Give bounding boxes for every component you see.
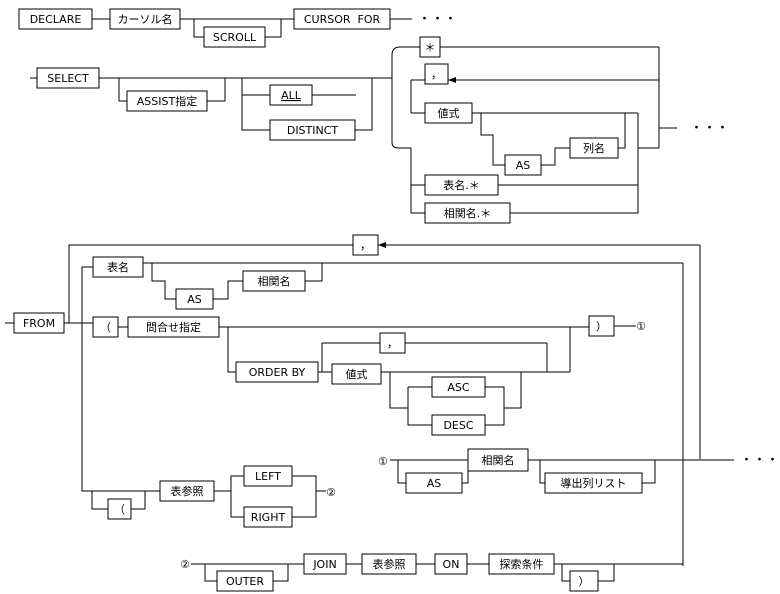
select-comma-box xyxy=(424,63,449,85)
query-spec: 問合せ指定 xyxy=(146,320,201,334)
order-by-keyword: ORDER BY xyxy=(249,366,306,379)
join-table-ref: 表参照 xyxy=(373,557,406,571)
star-box xyxy=(419,36,441,58)
declare-ellipsis: ・・・ xyxy=(418,12,457,27)
from-comma-box xyxy=(352,234,379,256)
derived-cols: 導出列リスト xyxy=(561,476,627,490)
from-keyword-box xyxy=(13,312,65,334)
join-table-ref-box xyxy=(361,553,417,575)
cursor-name: カーソル名 xyxy=(118,12,173,26)
join-lparen: （ xyxy=(114,503,125,516)
from-table-name-box xyxy=(92,256,144,278)
star-symbol: ＊ xyxy=(425,41,436,54)
asc-keyword: ASC xyxy=(447,381,470,394)
declare-keyword: DECLARE xyxy=(30,13,82,26)
from-corr-name-box xyxy=(242,270,306,292)
from-as-box xyxy=(175,288,214,310)
from-lparen: （ xyxy=(100,321,111,334)
column-name: 列名 xyxy=(583,141,605,155)
select-keyword-box xyxy=(36,67,100,89)
distinct-keyword: DISTINCT xyxy=(287,124,339,137)
derived-as-box xyxy=(405,472,463,494)
derived-cols-box xyxy=(544,472,643,494)
marker-1: ① xyxy=(636,320,646,333)
order-value-expr: 値式 xyxy=(346,368,368,381)
query-spec-box xyxy=(127,316,220,338)
marker-1b: ① xyxy=(378,455,388,468)
table-star-box xyxy=(424,174,499,196)
join-box xyxy=(303,553,347,575)
search-condition: 探索条件 xyxy=(500,557,544,571)
table-ref: 表参照 xyxy=(171,484,204,498)
asc-box xyxy=(431,376,486,398)
declare-keyword-box xyxy=(18,8,93,30)
order-comma-box xyxy=(379,332,406,354)
from-keyword: FROM xyxy=(23,317,55,330)
from-lparen-box xyxy=(92,316,119,338)
from-corr-name: 相関名 xyxy=(258,274,291,288)
from-as-keyword: AS xyxy=(187,293,202,306)
left-keyword: LEFT xyxy=(255,470,281,483)
value-expr-box xyxy=(424,102,473,124)
marker-2: ② xyxy=(326,486,336,499)
select-as-box xyxy=(504,154,542,176)
join-lparen-box xyxy=(107,498,132,520)
table-ref-box xyxy=(159,480,215,502)
corr-star: 相関名.＊ xyxy=(444,206,492,220)
select-keyword: SELECT xyxy=(47,72,89,85)
select-as-keyword: AS xyxy=(516,159,531,172)
assist-label: ASSIST指定 xyxy=(137,94,197,108)
derived-corr-name: 相関名 xyxy=(482,453,515,467)
from-comma: ， xyxy=(360,239,371,252)
cursor-for-box xyxy=(293,8,391,30)
assist-box xyxy=(126,90,208,112)
from-section: 表名 AS 相関名 ， FROM （ 問合せ指定 ） ① ORDER xyxy=(5,234,779,566)
join-rparen: ） xyxy=(579,575,590,588)
from-ellipsis: ・・・ xyxy=(740,453,779,468)
order-by-box xyxy=(235,361,319,383)
declare-row: DECLARE カーソル名 SCROLL CURSOR FOR ・・・ xyxy=(18,8,457,48)
select-ellipsis: ・・・ xyxy=(690,121,729,136)
join-rparen-box xyxy=(569,570,599,592)
from-rparen-box xyxy=(588,315,615,337)
corr-star-box xyxy=(424,202,511,224)
desc-keyword: DESC xyxy=(443,419,473,432)
cursor-name-box xyxy=(109,8,181,30)
from-rparen: ） xyxy=(596,320,607,333)
on-box xyxy=(434,553,468,575)
derived-as-keyword: AS xyxy=(427,477,442,490)
left-box xyxy=(243,465,293,487)
on-keyword: ON xyxy=(443,558,460,571)
derived-corr-name-box xyxy=(467,448,529,472)
all-box xyxy=(269,84,313,106)
distinct-box xyxy=(269,119,356,141)
cursor-for-keyword: CURSOR FOR xyxy=(304,13,381,26)
order-value-expr-box xyxy=(331,363,382,385)
right-box xyxy=(243,506,293,528)
outer-keyword: OUTER xyxy=(226,575,264,588)
from-table-name: 表名 xyxy=(107,260,129,274)
join-row: ② OUTER JOIN 表参照 ON 探索条件 ） xyxy=(180,553,683,592)
search-condition-box xyxy=(488,553,555,575)
outer-box xyxy=(216,570,274,592)
select-row: SELECT ASSIST指定 ALL DISTINCT ＊ ， 値 xyxy=(30,36,729,224)
scroll-box xyxy=(203,26,266,48)
table-star: 表名.＊ xyxy=(443,178,480,192)
scroll-keyword: SCROLL xyxy=(213,31,257,44)
all-keyword: ALL xyxy=(281,89,302,102)
right-keyword: RIGHT xyxy=(251,511,286,524)
desc-box xyxy=(431,414,486,436)
order-comma: ， xyxy=(387,337,398,350)
join-marker-2: ② xyxy=(180,558,190,571)
join-keyword: JOIN xyxy=(312,558,336,571)
value-expr: 値式 xyxy=(438,107,460,120)
column-name-box xyxy=(569,137,619,159)
select-comma: ， xyxy=(431,68,442,81)
